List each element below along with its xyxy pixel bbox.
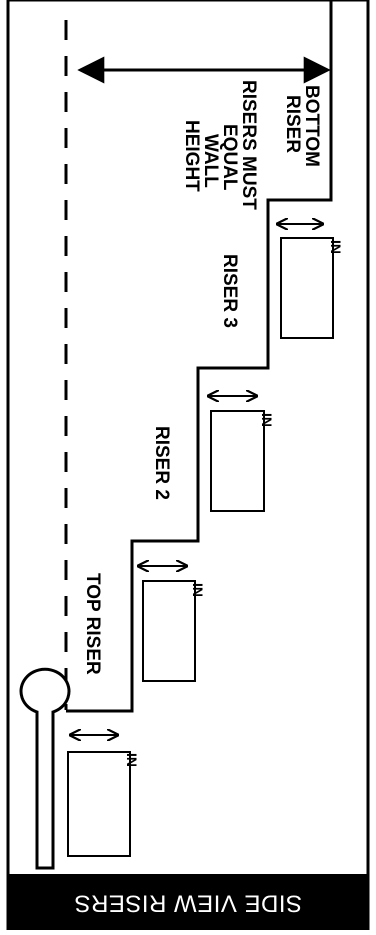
in-label-top: IN: [124, 753, 140, 767]
banner-background: [8, 874, 368, 930]
requirement-line-1: RISERS MUST: [238, 80, 259, 210]
requirement-line-3: WALL: [200, 134, 221, 188]
riser-box-2: [142, 580, 196, 682]
bottom-riser-line-2: RISER: [282, 95, 303, 153]
bottom-riser-line-1: BOTTOM: [301, 85, 322, 167]
requirement-line-2: EQUAL: [219, 124, 240, 191]
stair-profile: [66, 0, 333, 713]
in-label-bottom: IN: [328, 240, 344, 254]
riser-box-bottom: [280, 237, 334, 339]
in-label-2: IN: [190, 583, 206, 597]
riser-2-label: RISER 2: [151, 426, 172, 500]
handrail-post: [19, 667, 71, 870]
in-label-3: IN: [259, 413, 275, 427]
bottom-riser-label: BOTTOM RISER: [282, 85, 322, 167]
requirement-line-4: HEIGHT: [181, 120, 202, 192]
requirement-label: RISERS MUST EQUAL WALL HEIGHT: [181, 80, 259, 210]
banner-title: SIDE VIEW RISERS: [74, 890, 302, 917]
top-riser-label: TOP RISER: [82, 573, 103, 675]
riser-box-3: [210, 410, 265, 512]
riser-box-top: [67, 751, 131, 857]
riser-3-label: RISER 3: [219, 254, 240, 328]
